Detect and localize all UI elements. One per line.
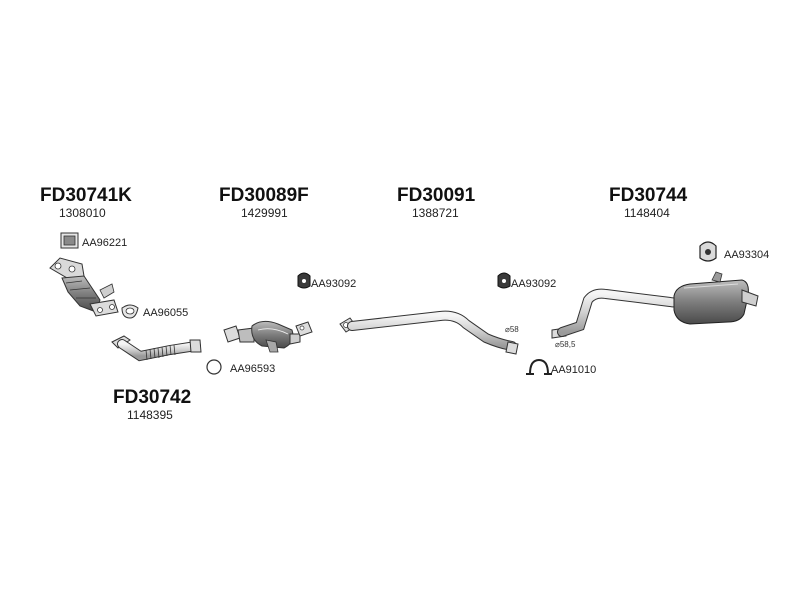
rubber-hanger-icon — [699, 241, 717, 262]
rubber-hanger-icon — [297, 272, 311, 289]
oem-number-catalytic-manifold: 1308010 — [59, 206, 106, 220]
oem-number-front-pipe: 1148395 — [127, 408, 173, 422]
front-pipe-part — [111, 335, 202, 362]
catalytic-manifold-part — [49, 257, 119, 317]
rear-silencer-part — [551, 271, 759, 339]
gasket-flange-icon — [121, 304, 139, 319]
oem-number-catalytic-converter: 1429991 — [241, 206, 288, 220]
ring-gasket-icon — [206, 359, 222, 375]
part-code-catalytic-manifold: FD30741K — [40, 185, 132, 206]
gasket-square-icon — [60, 232, 79, 249]
clamp-icon — [526, 358, 552, 375]
accessory-label-clamp: AA91010 — [551, 364, 597, 376]
part-code-front-pipe: FD30742 — [113, 387, 192, 408]
oem-number-middle-pipe: 1388721 — [412, 206, 459, 220]
accessory-label-ring-gasket: AA96593 — [230, 363, 276, 375]
accessory-label-gasket-manifold: AA96221 — [82, 237, 128, 249]
dimension-label-pipe-diameter: ⌀58 — [505, 325, 519, 334]
rubber-hanger-icon — [497, 272, 511, 289]
dimension-label-silencer-inlet-diameter: ⌀58,5 — [555, 340, 576, 349]
part-code-catalytic-converter: FD30089F — [219, 185, 309, 206]
accessory-label-hanger-converter: AA93092 — [311, 278, 357, 290]
part-code-middle-pipe: FD30091 — [397, 185, 476, 206]
oem-number-rear-silencer: 1148404 — [624, 206, 670, 220]
accessory-label-hanger-pipe: AA93092 — [511, 278, 557, 290]
middle-pipe-part — [339, 310, 519, 355]
catalytic-converter-part — [223, 320, 313, 353]
part-code-rear-silencer: FD30744 — [609, 185, 688, 206]
accessory-label-gasket-flange: AA96055 — [143, 307, 189, 319]
accessory-label-hanger-silencer: AA93304 — [724, 249, 770, 261]
